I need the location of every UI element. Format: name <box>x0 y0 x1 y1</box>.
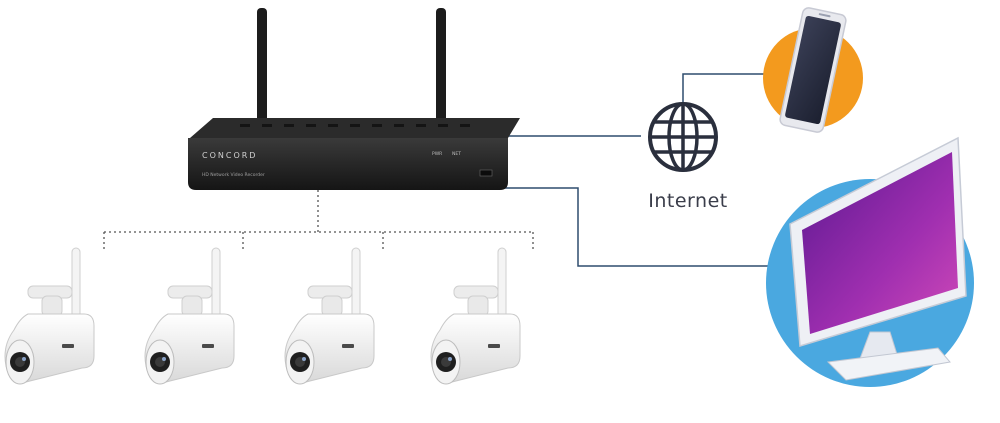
camera-1 <box>4 247 95 385</box>
globe-icon <box>648 102 718 172</box>
nvr-brand-label: CONCORD <box>202 151 257 160</box>
camera-2 <box>144 247 235 385</box>
nvr-led-label-net: NET <box>452 151 461 157</box>
internet-to-phone-line <box>682 73 780 108</box>
monitor-icon <box>789 136 967 381</box>
camera-4 <box>430 247 521 385</box>
nvr-model-label: HD Network Video Recorder <box>202 172 265 178</box>
nvr-antenna-left <box>257 8 267 126</box>
nvr-recorder: CONCORD HD Network Video Recorder PWR NE… <box>188 8 520 190</box>
smartphone-icon <box>779 7 847 133</box>
nvr-led-label-pwr: PWR <box>432 151 442 157</box>
camera-3 <box>284 247 375 385</box>
nvr-usb-port <box>479 169 493 177</box>
monitor-badge <box>766 136 974 387</box>
smartphone-badge <box>763 7 863 133</box>
camera-link-lines <box>103 190 534 250</box>
nvr-antenna-right <box>436 8 446 126</box>
internet-label: Internet <box>648 190 728 212</box>
